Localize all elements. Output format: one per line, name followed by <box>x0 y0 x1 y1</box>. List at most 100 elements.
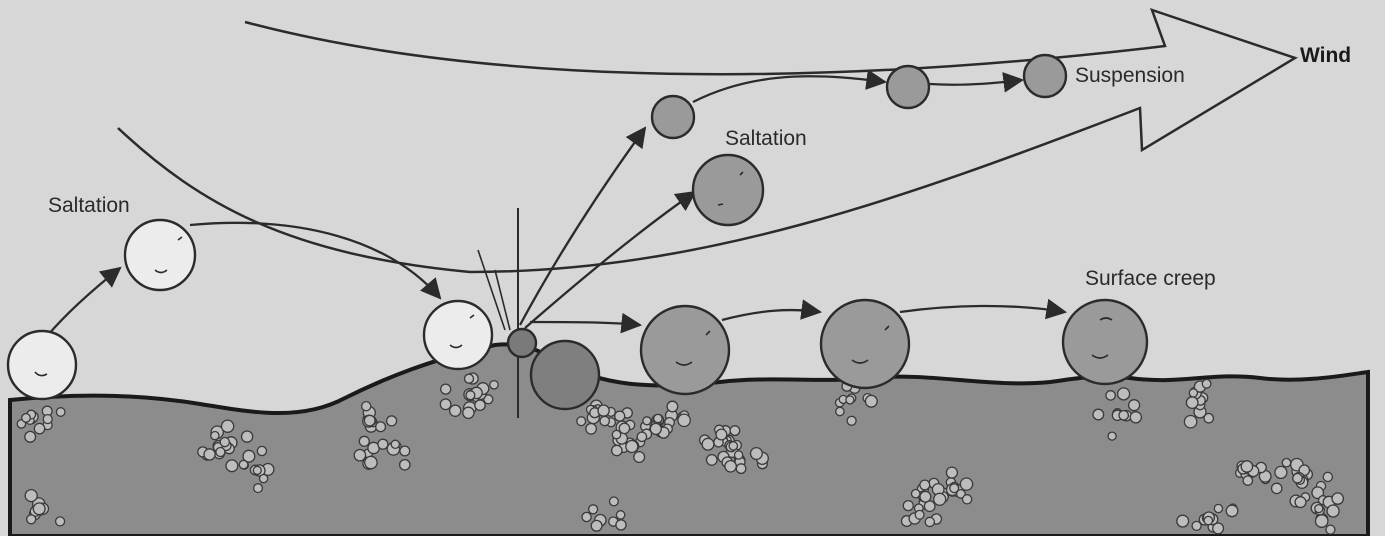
ground-sand-grain <box>725 461 736 472</box>
ground-sand-grain <box>634 452 645 463</box>
ground-sand-grain <box>1093 409 1104 420</box>
ground-sand-grain <box>920 491 931 502</box>
grain-embedded <box>531 341 599 409</box>
ground-sand-grain <box>707 455 718 466</box>
ground-sand-grain <box>465 374 474 383</box>
grain-suspension-2 <box>1024 55 1066 97</box>
ground-sand-grain <box>243 450 255 462</box>
ground-sand-grain <box>1315 505 1323 513</box>
grain-saltation-1 <box>8 331 76 399</box>
ground-sand-grain <box>34 423 44 433</box>
ground-sand-grain <box>226 460 238 472</box>
ground-sand-grain <box>589 505 598 514</box>
ground-sand-grain <box>242 431 253 442</box>
ground-sand-grain <box>600 416 609 425</box>
ground-sand-grain <box>1130 412 1141 423</box>
ground-sand-grain <box>1272 483 1282 493</box>
ground-sand-grain <box>735 451 743 459</box>
ground-sand-grain <box>211 432 219 440</box>
ground-sand-grain <box>963 495 972 504</box>
label-surface-creep: Surface creep <box>1085 267 1216 290</box>
grain-creep-2 <box>821 300 909 388</box>
ground-sand-grain <box>22 414 31 423</box>
ground-sand-grain <box>903 501 913 511</box>
ground-sand-grain <box>1295 497 1306 508</box>
ground-sand-grain <box>865 395 877 407</box>
grain-creep-1 <box>641 306 729 394</box>
ground-sand-grain <box>650 423 661 434</box>
grain-ejected-small <box>508 329 536 357</box>
ground-sand-grain <box>577 417 586 426</box>
ground-sand-grain <box>612 445 622 455</box>
ground-sand-grain <box>702 438 714 450</box>
ground-sand-grain <box>950 484 959 493</box>
ground-sand-grain <box>1106 391 1115 400</box>
label-suspension: Suspension <box>1075 64 1185 87</box>
ground-sand-grain <box>1316 515 1328 527</box>
ground-sand-grain <box>1243 476 1252 485</box>
ground-sand-grain <box>616 511 624 519</box>
ground-sand-grain <box>612 430 620 438</box>
ground-sand-grain <box>463 407 474 418</box>
wind-arrow <box>118 10 1295 272</box>
ground-sand-grain <box>920 480 930 490</box>
ground-sand-grain <box>33 503 45 515</box>
ground-sand-grain <box>220 438 229 447</box>
ground-sand-grain <box>678 414 690 426</box>
ground-sand-grain <box>257 446 266 455</box>
ground-sand-grain <box>450 405 461 416</box>
ground-sand-grain <box>222 420 234 432</box>
ground-sand-grain <box>364 415 375 426</box>
ground-sand-grain <box>960 478 972 490</box>
ground-sand-grain <box>1332 493 1343 504</box>
ground-sand-grain <box>730 426 740 436</box>
ground-sand-grain <box>836 407 844 415</box>
grain-rising-1 <box>652 96 694 138</box>
ground-sand-grain <box>440 399 451 410</box>
ground-sand-grain <box>934 493 946 505</box>
grain-saltation-2 <box>125 220 195 290</box>
ground-sand-grain <box>915 510 924 519</box>
ground-sand-grain <box>946 467 957 478</box>
ground-sand-grain <box>610 497 619 506</box>
ground-sand-grain <box>378 439 388 449</box>
ground-sand-grain <box>1189 389 1197 397</box>
ground-sand-grain <box>591 520 602 531</box>
ground-sand-grain <box>1108 432 1116 440</box>
ground-sand-grain <box>1323 472 1332 481</box>
ground-sand-grain <box>637 432 646 441</box>
ground-sand-grain <box>354 450 365 461</box>
grain-creep-3 <box>1063 300 1147 384</box>
ground-sand-grain <box>1186 397 1198 409</box>
ground-sand-grain <box>1241 461 1252 472</box>
ground-sand-grain <box>1327 505 1339 517</box>
ground-sand-grain <box>912 490 920 498</box>
ground-sand-grain <box>56 517 65 526</box>
ground-sand-grain <box>260 475 268 483</box>
ground-sand-grain <box>1129 400 1140 411</box>
ground-sand-grain <box>466 391 475 400</box>
ground-sand-grain <box>216 448 225 457</box>
ground-sand-grain <box>1118 388 1130 400</box>
ground-sand-grain <box>616 520 626 530</box>
ground-sand-grain <box>359 436 369 446</box>
ground-sand-grain <box>846 396 854 404</box>
trajectories <box>48 76 1065 335</box>
ground-sand-grain <box>441 384 451 394</box>
ground-sand-grain <box>27 515 36 524</box>
ground-sand-grain <box>643 417 651 425</box>
ground-sand-grain <box>1282 459 1290 467</box>
ground-sand-grain <box>925 517 934 526</box>
ground-sand-grain <box>253 466 261 474</box>
ground-sand-grain <box>1204 516 1212 524</box>
ground-sand-grain <box>729 442 737 450</box>
ground-sand-grain <box>490 381 498 389</box>
label-wind: Wind <box>1300 44 1351 67</box>
ground-sand-grain <box>1293 474 1302 483</box>
ground-sand-grain <box>25 490 37 502</box>
ground-sand-grain <box>736 464 746 474</box>
ground-sand-grain <box>1275 466 1287 478</box>
ground-sand-grain <box>598 405 609 416</box>
ground-sand-grain <box>1119 411 1128 420</box>
